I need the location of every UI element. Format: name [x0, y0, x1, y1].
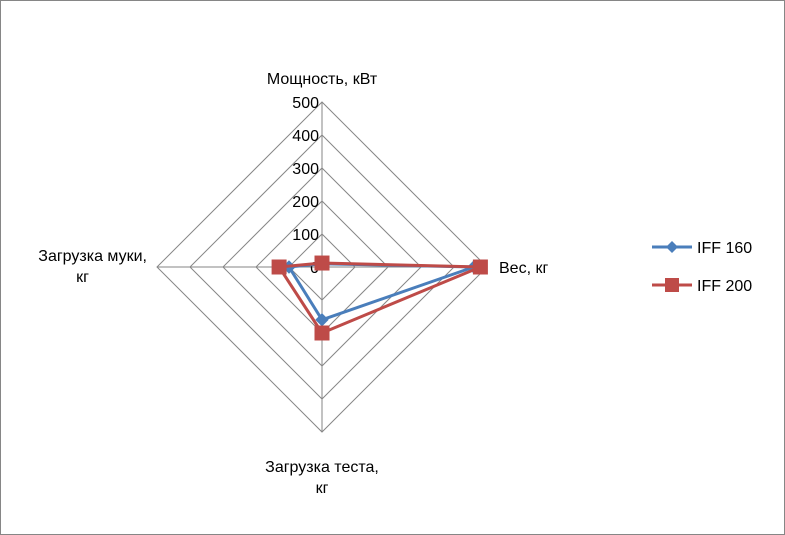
series-group — [271, 255, 488, 341]
data-point-1-3 — [271, 259, 287, 275]
axis-label-1-line-0: Вес, кг — [499, 260, 548, 277]
axis-label-3-line-1: кг — [76, 269, 89, 286]
axis-label-2-line-1: кг — [316, 480, 329, 497]
axis-label-3: Загрузка муки, кг — [38, 248, 147, 286]
tick-label-100: 100 — [292, 227, 319, 244]
tick-label-300: 300 — [292, 161, 319, 178]
legend-marker-1 — [665, 278, 679, 292]
axis-label-0-line-0: Мощность, кВт — [267, 71, 378, 88]
data-point-1-2 — [314, 325, 330, 341]
axis-label-2-line-0: Загрузка теста, — [265, 459, 379, 476]
axis-label-2: Загрузка теста, кг — [265, 459, 379, 497]
tick-label-500: 500 — [292, 95, 319, 112]
data-point-1-0 — [314, 255, 330, 271]
tick-label-400: 400 — [292, 128, 319, 145]
legend-label-1: IFF 200 — [697, 278, 752, 295]
axis-label-0: Мощность, кВт — [267, 71, 378, 88]
legend-label-0: IFF 160 — [697, 240, 752, 257]
data-point-1-1 — [472, 259, 488, 275]
axis-label-1: Вес, кг — [499, 260, 548, 277]
tick-label-200: 200 — [292, 194, 319, 211]
axis-label-3-line-0: Загрузка муки, — [38, 248, 147, 265]
legend-marker-0 — [666, 241, 678, 253]
